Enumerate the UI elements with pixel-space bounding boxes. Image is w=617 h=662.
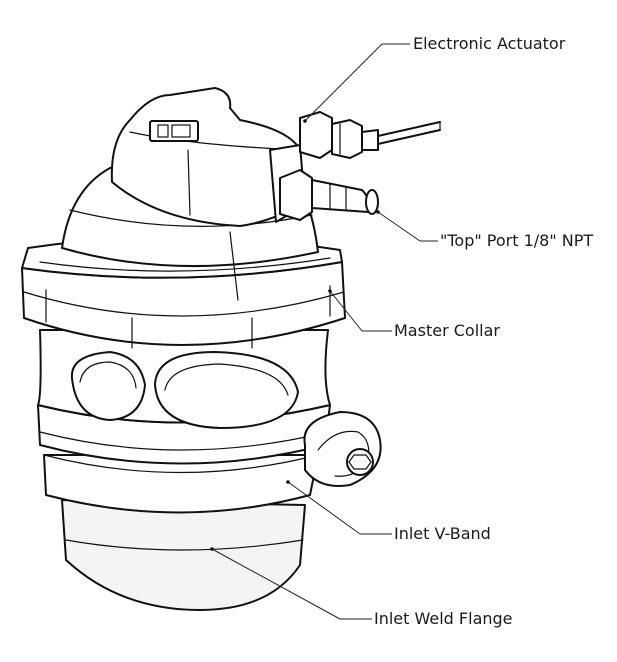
leader-dot-inlet-vband: [286, 480, 290, 484]
label-inlet-vband: Inlet V-Band: [394, 524, 491, 543]
label-electronic-actuator: Electronic Actuator: [413, 34, 566, 53]
valve-cage: [37, 329, 331, 429]
leader-dot-actuator: [303, 119, 307, 123]
leader-dot-master-collar: [328, 289, 332, 293]
leader-dot-inlet-weld-flange: [210, 547, 214, 551]
label-master-collar: Master Collar: [394, 321, 500, 340]
leader-top-port-diagonal: [377, 211, 421, 242]
leader-lines: [210, 43, 438, 620]
actuator-body: [110, 87, 441, 227]
leader-inlet-vband-diagonal: [287, 481, 361, 535]
label-inlet-weld-flange: Inlet Weld Flange: [374, 609, 513, 628]
label-top-port: "Top" Port 1/8" NPT: [440, 231, 594, 250]
leader-inlet-weld-flange-diagonal: [211, 548, 341, 620]
leader-dot-top-port: [376, 210, 380, 214]
leader-electronic-actuator-diagonal: [304, 43, 383, 122]
top-port-fitting: [279, 169, 379, 221]
leader-master-collar-diagonal: [329, 290, 363, 332]
inlet-weld-flange: [61, 499, 306, 611]
